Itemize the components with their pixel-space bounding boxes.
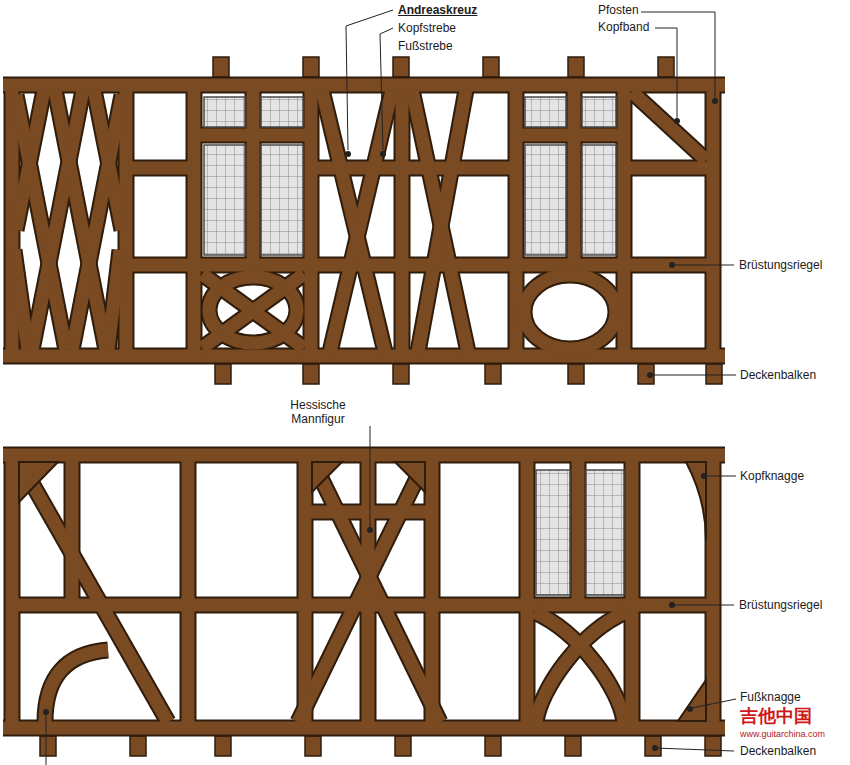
part-label: Hessische Mannfigur <box>262 398 374 426</box>
part-label: Deckenbalken <box>738 368 818 382</box>
part-label: Kopfband <box>596 20 651 34</box>
part-label: Pfosten <box>596 3 641 17</box>
watermark: 吉他中国 <box>738 706 814 726</box>
part-label: Deckenbalken <box>738 744 818 758</box>
part-label: Fußknagge <box>738 690 803 704</box>
part-label: Fußstrebe <box>396 39 455 53</box>
part-label: Kopfstrebe <box>396 21 458 35</box>
watermark: www.guitarchina.com <box>738 729 827 740</box>
part-label: Andreaskreuz <box>396 3 479 17</box>
part-label: Kopfknagge <box>738 469 806 483</box>
part-label: Brüstungsriegel <box>737 258 824 272</box>
part-label: Brüstungsriegel <box>737 598 824 612</box>
